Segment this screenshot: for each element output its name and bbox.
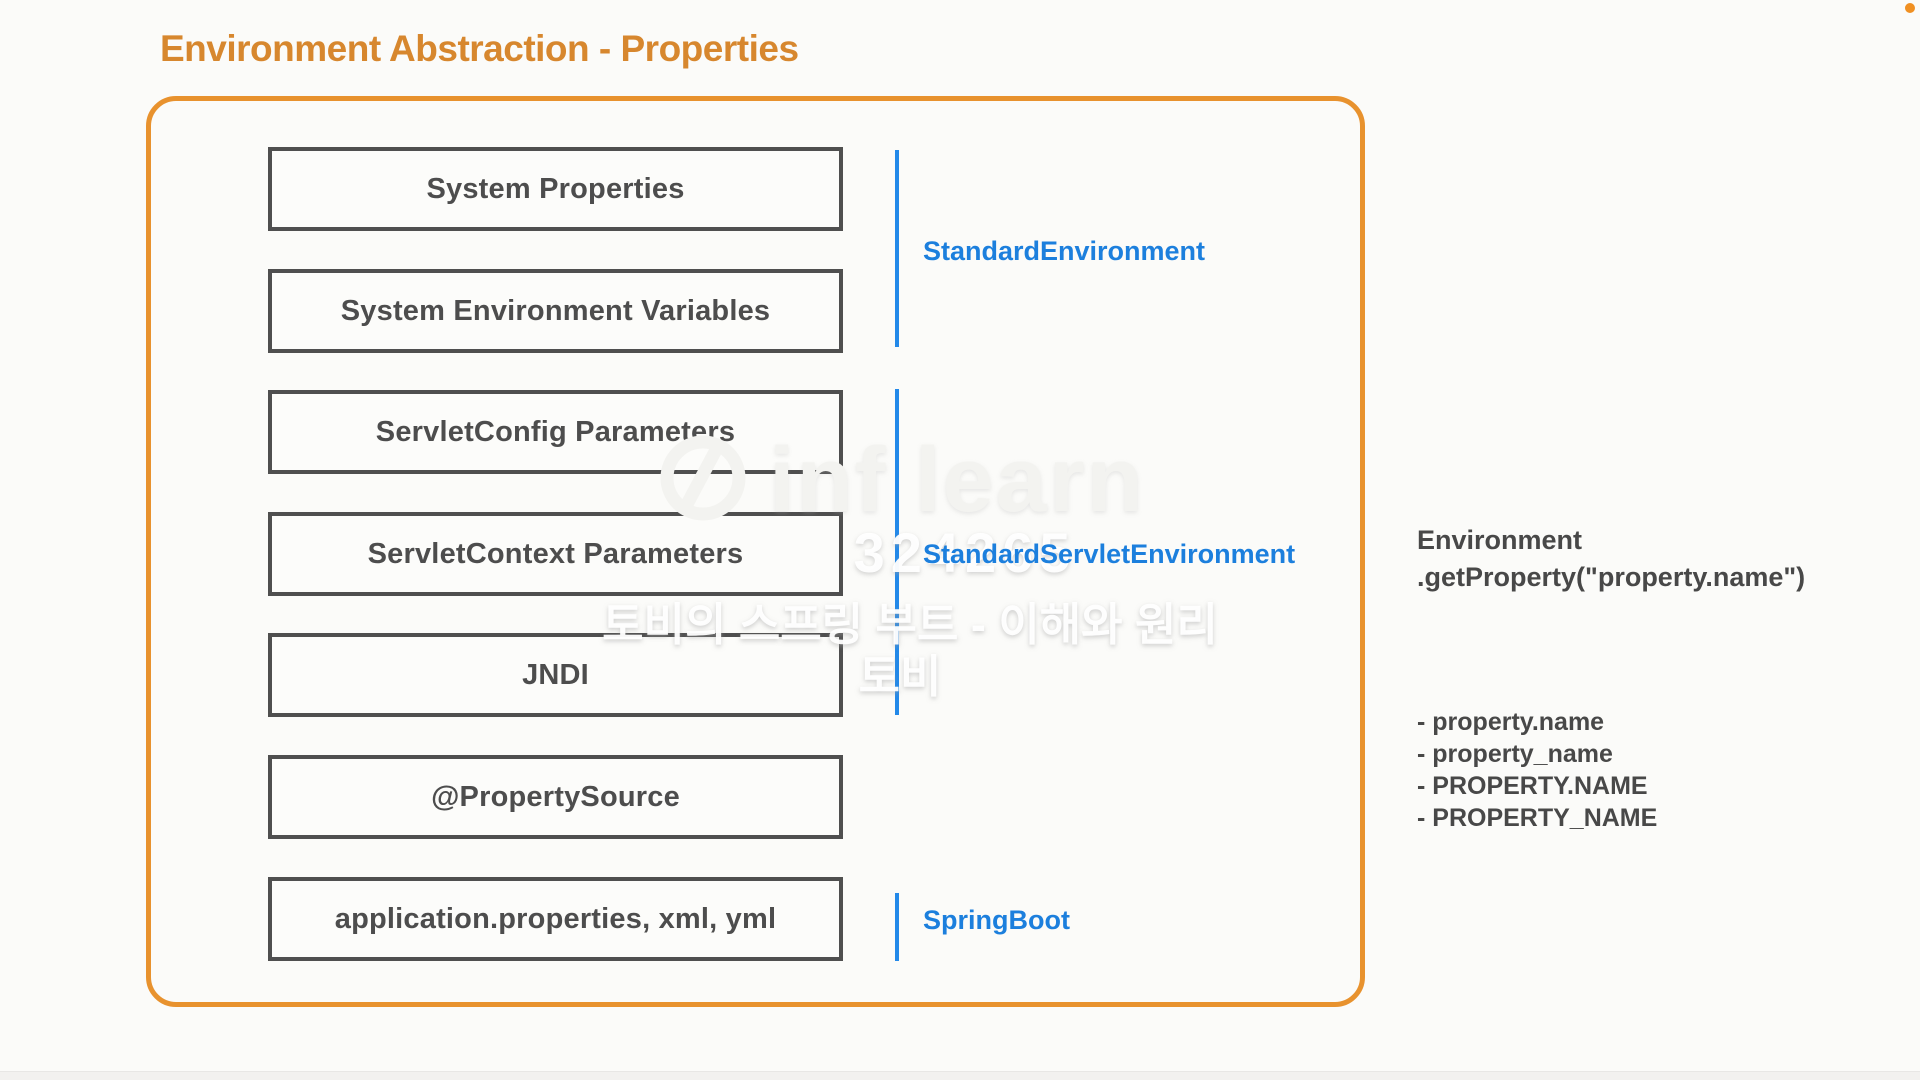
group-label-standard-environment: StandardEnvironment [923, 236, 1206, 266]
box-label: application.properties, xml, yml [334, 902, 777, 935]
diagram-frame [146, 96, 1365, 1007]
group-line-standard-environment [895, 150, 899, 347]
group-line-springboot [895, 893, 899, 961]
box-label: ServletConfig Parameters [375, 415, 736, 448]
group-label-springboot: SpringBoot [923, 905, 1070, 935]
box-system-properties: System Properties [268, 147, 843, 231]
box-application-properties: application.properties, xml, yml [268, 877, 843, 961]
box-servletcontext-parameters: ServletContext Parameters [268, 512, 843, 596]
list-item: - property.name [1417, 708, 1605, 736]
box-label: @PropertySource [431, 780, 680, 813]
box-label: ServletContext Parameters [367, 537, 744, 570]
box-system-environment-variables: System Environment Variables [268, 269, 843, 353]
list-item: - PROPERTY_NAME [1417, 804, 1658, 832]
box-label: System Environment Variables [340, 294, 771, 327]
group-line-standard-servlet-environment [895, 389, 899, 715]
box-propertysource: @PropertySource [268, 755, 843, 839]
list-item: - property_name [1417, 740, 1613, 768]
environment-getproperty-snippet: Environment .getProperty("property.name"… [1417, 522, 1805, 596]
property-name-variants-list: - property.name - property_name - PROPER… [1417, 706, 1657, 834]
box-label: System Properties [426, 172, 685, 205]
group-label-standard-servlet-environment: StandardServletEnvironment [923, 539, 1296, 569]
box-servletconfig-parameters: ServletConfig Parameters [268, 390, 843, 474]
box-label: JNDI [522, 658, 589, 691]
snippet-line-1: Environment [1417, 525, 1583, 555]
snippet-line-2: .getProperty("property.name") [1417, 562, 1806, 592]
box-jndi: JNDI [268, 633, 843, 717]
page-title: Environment Abstraction - Properties [160, 28, 799, 69]
recording-indicator-dot [1905, 3, 1915, 13]
bottom-edge-strip [0, 1071, 1920, 1080]
list-item: - PROPERTY.NAME [1417, 772, 1648, 800]
